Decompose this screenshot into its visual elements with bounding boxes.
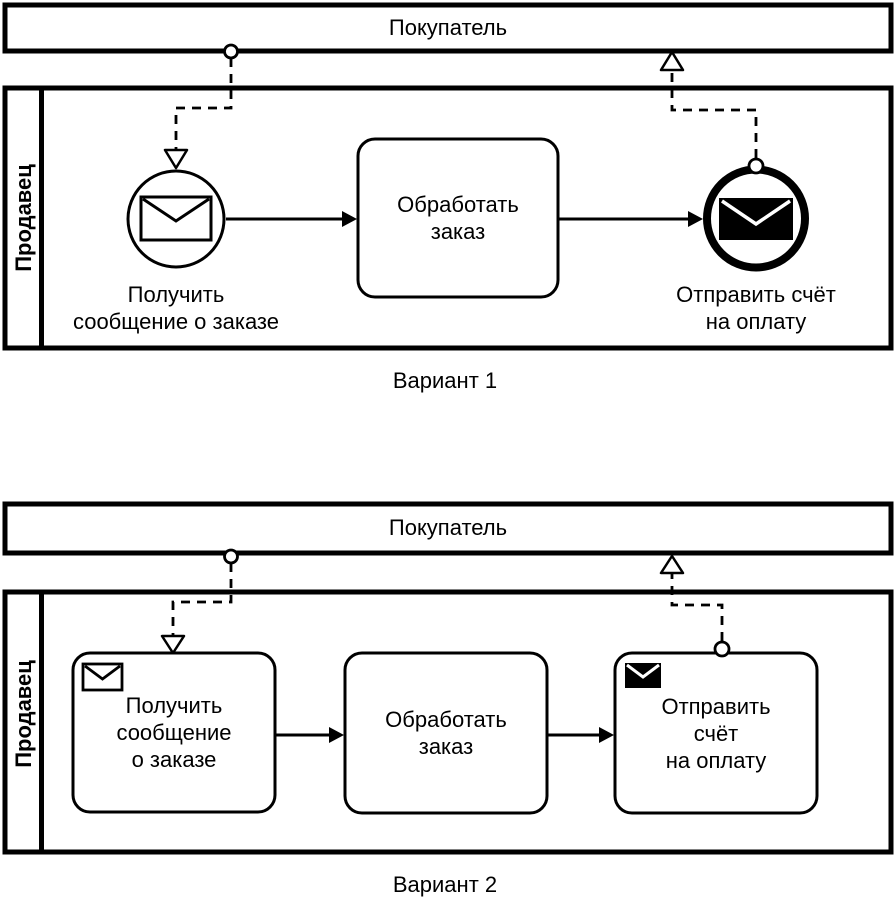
sequence-flow-arrowhead-icon-2 [688,211,703,227]
message-flow-arrowhead-icon-1 [163,148,189,170]
sequence-flow-arrowhead-icon-4 [599,727,614,743]
message-flow-invoice-1 [670,70,758,158]
task-process-order-1-label: Обработать заказ [397,192,519,244]
pool-buyer-2 [2,501,894,556]
message-flow-source-dot-2 [747,157,765,175]
pool-seller-1-label: Продавец [11,164,36,272]
pool-buyer-2-label: Покупатель [388,515,508,540]
message-flow-order-2 [171,563,233,636]
pool-buyer-1-label: Покупатель [388,15,508,40]
task-process-order-2 [343,651,549,815]
pool-buyer-1 [2,2,894,54]
message-envelope-icon [139,195,213,242]
end-event-label: Отправить счёт на оплату [676,282,836,334]
message-flow-invoice-2 [670,573,724,641]
task-receive-message [71,651,277,814]
message-flow-arrowhead-icon-4 [659,554,685,575]
diagram-1-caption: Вариант 1 [392,368,498,393]
message-flow-arrowhead-icon-3 [160,634,186,655]
diagram-2-caption: Вариант 2 [392,872,498,897]
start-event-label: Получить сообщение о заказе [72,282,280,334]
task-receive-message-label: Получить сообщение о заказе [116,693,232,772]
message-flow-source-dot-1 [223,43,239,60]
send-task-envelope-filled-icon [625,663,661,688]
receive-task-envelope-icon [81,662,124,692]
message-envelope-filled-icon [719,198,793,240]
task-send-invoice-label: Отправить счёт на оплату [661,693,771,773]
task-process-order-2-label: Обработать заказ [385,707,507,759]
sequence-flow-arrowhead-icon-1 [342,211,357,227]
message-flow-arrowhead-icon-2 [659,50,685,72]
pool-seller-2-label: Продавец [11,660,36,768]
message-flow-order-1 [174,58,233,149]
message-flow-source-dot-3 [223,548,239,565]
sequence-flow-arrowhead-icon-3 [329,727,344,743]
message-flow-source-dot-4 [713,640,731,658]
